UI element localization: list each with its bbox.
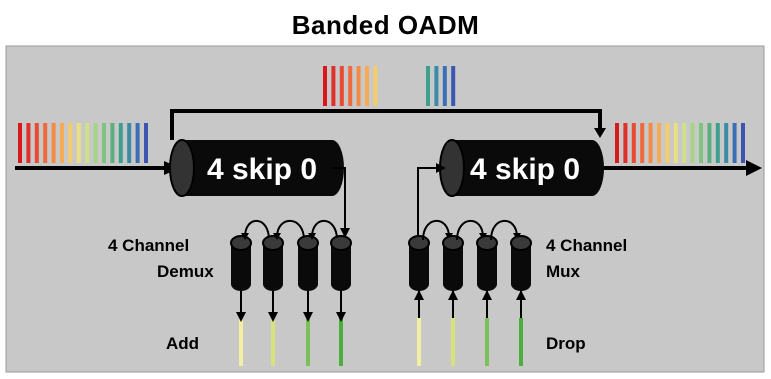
spectrum-line — [60, 123, 64, 163]
demux-cylinder — [262, 235, 284, 291]
spectrum-line — [93, 123, 98, 163]
spectrum-line — [85, 123, 90, 163]
arrow-up-icon — [482, 290, 492, 300]
spectrum-line — [144, 123, 148, 163]
output-spectrum — [615, 123, 745, 163]
demux-feed-arrow-icon — [340, 228, 350, 238]
spectrum-line — [34, 123, 39, 163]
input-spectrum — [18, 123, 148, 163]
demux-stack — [230, 219, 352, 366]
mux-cylinder — [476, 235, 498, 291]
spectrum-line — [640, 123, 645, 163]
spectrum-line — [648, 123, 653, 163]
spectrum-line — [118, 123, 123, 163]
hop-arc — [490, 219, 518, 241]
spectrum-line — [699, 123, 703, 163]
right-filter-label: 4 skip 0 — [470, 153, 580, 186]
spectrum-line — [715, 123, 720, 163]
demux-cylinder — [297, 235, 319, 291]
spectrum-line — [732, 123, 737, 163]
spectrum-line — [724, 123, 729, 163]
mux-cylinder — [442, 235, 464, 291]
add-label: Add — [166, 334, 199, 353]
spectrum-line — [323, 66, 327, 106]
spectrum-line — [665, 123, 670, 163]
spectrum-line — [707, 123, 712, 163]
spectrum-line — [127, 123, 132, 163]
spectrum-line — [426, 66, 430, 106]
spectrum-line — [615, 123, 619, 163]
spectrum-line — [356, 66, 361, 106]
hop-arc — [244, 219, 270, 241]
demux-feed-line — [332, 167, 346, 232]
spectrum-line — [365, 66, 369, 106]
output-arrow-icon — [746, 160, 762, 176]
hop-arc — [422, 219, 450, 241]
arrow-up-icon — [414, 290, 424, 300]
spectrum-line — [68, 123, 73, 163]
bypass-path — [170, 109, 602, 140]
demux-cylinder — [330, 235, 352, 291]
spectrum-line — [631, 123, 636, 163]
demux-label-line1: 4 Channel — [108, 236, 189, 255]
spectrum-line — [339, 66, 344, 106]
spectrum-line — [673, 123, 678, 163]
mux-output-line — [417, 167, 440, 240]
arrow-down-icon — [241, 233, 249, 240]
spectrum-line — [442, 66, 447, 106]
spectrum-line — [348, 66, 353, 106]
spectrum-line — [657, 123, 661, 163]
spectrum-line — [26, 123, 31, 163]
spectrum-line — [76, 123, 81, 163]
drop-label: Drop — [546, 334, 586, 353]
mux-cylinder — [408, 235, 430, 291]
mux-stack — [408, 219, 532, 366]
demux-label-line2: Demux — [157, 262, 214, 281]
spectrum-line — [102, 123, 106, 163]
diagram-panel — [5, 45, 765, 373]
arrow-down-icon — [308, 233, 316, 240]
spectrum-line — [682, 123, 687, 163]
spectrum-line — [43, 123, 48, 163]
spectrum-line — [51, 123, 56, 163]
demux-cylinder — [230, 235, 252, 291]
spectrum-line — [373, 66, 378, 106]
spectrum-line — [331, 66, 336, 106]
arrow-up-icon — [448, 290, 458, 300]
mux-cylinder — [510, 235, 532, 291]
mux-output-arrow-icon — [436, 163, 446, 173]
bypass-arrow-icon — [594, 128, 606, 138]
hop-arc — [276, 219, 305, 241]
spectrum-line — [451, 66, 456, 106]
arrow-down-icon — [236, 312, 246, 322]
spectrum-line — [135, 123, 140, 163]
hop-arc — [311, 219, 338, 241]
arrow-up-icon — [516, 290, 526, 300]
arrow-down-icon — [273, 233, 281, 240]
spectrum-line — [690, 123, 695, 163]
spectrum-line — [434, 66, 439, 106]
spectrum-line — [623, 123, 628, 163]
mux-label-line1: 4 Channel — [546, 236, 627, 255]
spectrum-line — [741, 123, 745, 163]
arrow-down-icon — [268, 312, 278, 322]
arrow-down-icon — [303, 312, 313, 322]
passing-band-spectrum — [426, 66, 456, 106]
dropped-band-spectrum — [323, 66, 378, 106]
spectrum-line — [18, 123, 22, 163]
hop-arc — [456, 219, 484, 241]
left-filter: 4 skip 0 — [169, 139, 344, 197]
spectrum-line — [110, 123, 115, 163]
left-filter-label: 4 skip 0 — [207, 153, 317, 186]
right-filter: 4 skip 0 — [439, 139, 604, 197]
mux-label-line2: Mux — [546, 262, 581, 281]
arrow-down-icon — [336, 312, 346, 322]
diagram-title: Banded OADM — [291, 10, 480, 40]
